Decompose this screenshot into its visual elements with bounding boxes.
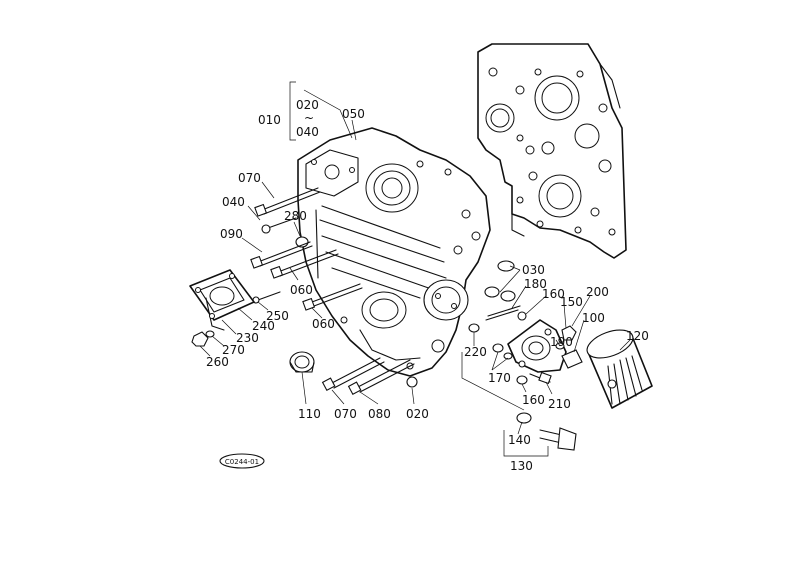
- label-210: 210: [548, 397, 571, 411]
- label-060-upper: 060: [290, 283, 313, 297]
- bracket-tilde: ~: [304, 111, 314, 125]
- label-240: 240: [252, 319, 275, 333]
- label-010: 010: [258, 113, 281, 127]
- label-200: 200: [586, 285, 609, 299]
- label-020-bottom: 020: [406, 407, 429, 421]
- label-110: 110: [298, 407, 321, 421]
- label-070-left: 070: [238, 171, 261, 185]
- figure-reference-text: C0244-01: [225, 458, 259, 466]
- label-040-left: 040: [222, 195, 245, 209]
- flange-plate-illustration: [189, 269, 255, 347]
- label-270: 270: [222, 343, 245, 357]
- bolts-left-illustration: [250, 187, 363, 311]
- part-labels: 010 020 ~ 040 050 070 040 280 090 030 18…: [206, 98, 649, 473]
- label-190: 190: [550, 335, 573, 349]
- label-020-top: 020: [296, 98, 319, 112]
- label-160-bottom: 160: [522, 393, 545, 407]
- label-220: 220: [464, 345, 487, 359]
- oil-filter-assembly-illustration: [461, 260, 653, 451]
- label-130: 130: [510, 459, 533, 473]
- label-230: 230: [236, 331, 259, 345]
- label-060-lower: 060: [312, 317, 335, 331]
- label-170: 170: [488, 371, 511, 385]
- label-150: 150: [560, 295, 583, 309]
- label-050: 050: [342, 107, 365, 121]
- label-070-bottom: 070: [334, 407, 357, 421]
- oil-seal-illustration: [289, 351, 315, 373]
- label-040-top: 040: [296, 125, 319, 139]
- label-250: 250: [266, 309, 289, 323]
- engine-block-illustration: [477, 43, 627, 259]
- label-090: 090: [220, 227, 243, 241]
- label-140: 140: [508, 433, 531, 447]
- label-160-top: 160: [542, 287, 565, 301]
- bolts-bottom-illustration: [321, 357, 418, 396]
- label-260: 260: [206, 355, 229, 369]
- label-030: 030: [522, 263, 545, 277]
- figure-reference: C0244-01: [219, 453, 265, 469]
- leader-lines: [199, 81, 631, 457]
- label-080: 080: [368, 407, 391, 421]
- label-100: 100: [582, 311, 605, 325]
- label-120: 120: [626, 329, 649, 343]
- gear-case-illustration: [297, 127, 491, 377]
- label-280: 280: [284, 209, 307, 223]
- label-180: 180: [524, 277, 547, 291]
